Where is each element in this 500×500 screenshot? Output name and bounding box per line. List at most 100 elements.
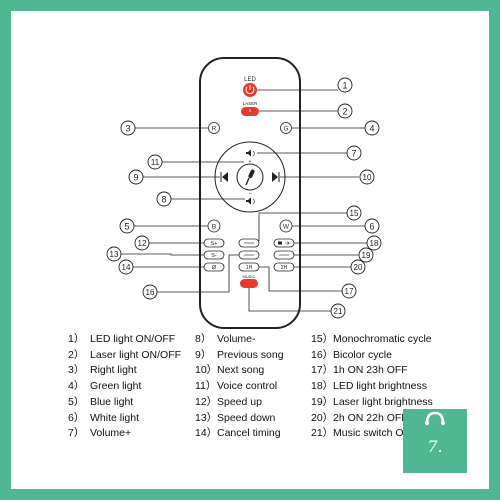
legend-item-text: LED light brightness bbox=[333, 380, 427, 393]
callout-21: 21 bbox=[330, 303, 346, 319]
legend-item: 13）Speed down bbox=[195, 412, 275, 425]
legend-item-number: 15） bbox=[311, 333, 334, 345]
svg-text:+: + bbox=[249, 159, 252, 165]
callout-12: 12 bbox=[134, 235, 150, 251]
callout-11: 11 bbox=[147, 154, 163, 170]
legend-item: 20）2h ON 22h OFF bbox=[311, 412, 408, 425]
svg-text:18: 18 bbox=[370, 239, 379, 248]
legend-item-number: 8） bbox=[195, 333, 212, 345]
callout-10: 10 bbox=[359, 169, 375, 185]
diagram-panel: LED LASER R G + − B W S+ bbox=[11, 11, 489, 489]
legend-item: 2）Laser light ON/OFF bbox=[68, 349, 181, 362]
svg-text:6: 6 bbox=[369, 222, 374, 232]
legend-item: 1）LED light ON/OFF bbox=[68, 333, 175, 346]
svg-text:2H: 2H bbox=[281, 265, 288, 271]
svg-text:−: − bbox=[248, 191, 252, 197]
laser-label: LASER bbox=[243, 101, 259, 106]
callout-20: 20 bbox=[350, 259, 366, 275]
svg-text:W: W bbox=[283, 224, 290, 231]
legend-item-number: 9） bbox=[195, 348, 212, 361]
volume-down-icon[interactable]: − bbox=[246, 191, 255, 205]
svg-text:15: 15 bbox=[350, 209, 359, 218]
led-label: LED bbox=[244, 77, 256, 83]
led-brightness-key[interactable] bbox=[273, 238, 295, 248]
svg-text:16: 16 bbox=[146, 288, 155, 297]
legend-item-text: Monochromatic cycle bbox=[333, 333, 432, 345]
legend-item: 11）Voice control bbox=[195, 380, 277, 393]
g-key[interactable] bbox=[280, 122, 292, 134]
shopping-bag-badge: 7. bbox=[403, 409, 467, 473]
callout-7: 7 bbox=[346, 145, 362, 161]
legend-item-text: Green light bbox=[90, 380, 142, 393]
svg-text:7: 7 bbox=[351, 149, 356, 159]
svg-text:S-: S- bbox=[211, 253, 217, 259]
legend-item-number: 6） bbox=[68, 411, 85, 424]
microphone-icon bbox=[245, 169, 255, 186]
legend-item-number: 18） bbox=[311, 380, 334, 393]
remote-diagram: LED LASER R G + − B W S+ bbox=[106, 57, 382, 329]
svg-text:21: 21 bbox=[334, 307, 343, 316]
svg-text:17: 17 bbox=[345, 287, 354, 296]
legend-item-text: Volume+ bbox=[90, 427, 132, 440]
svg-text:8: 8 bbox=[161, 195, 166, 205]
svg-text:13: 13 bbox=[110, 250, 119, 259]
svg-text:3: 3 bbox=[125, 124, 130, 134]
svg-text:20: 20 bbox=[354, 263, 363, 272]
legend-item-number: 1） bbox=[68, 333, 85, 345]
callout-19: 19 bbox=[358, 247, 374, 263]
music-button[interactable] bbox=[240, 279, 258, 288]
legend-item-text: 1h ON 23h OFF bbox=[333, 364, 408, 377]
legend-item: 18）LED light brightness bbox=[311, 380, 427, 393]
legend-item-text: Volume- bbox=[217, 333, 256, 345]
legend-item-number: 19） bbox=[311, 395, 334, 408]
legend-item-number: 10） bbox=[195, 364, 218, 377]
legend-item-text: Voice control bbox=[217, 380, 278, 393]
legend-item: 9）Previous song bbox=[195, 349, 284, 362]
legend-item-number: 20） bbox=[311, 411, 334, 424]
legend-item-text: Next song bbox=[217, 364, 265, 377]
legend-item-text: Speed up bbox=[217, 395, 262, 408]
volume-up-icon[interactable]: + bbox=[246, 149, 255, 166]
legend-item: 15）Monochromatic cycle bbox=[311, 333, 432, 346]
svg-text:10: 10 bbox=[363, 173, 372, 182]
legend-item: 4） Green light bbox=[68, 380, 141, 393]
r-key[interactable] bbox=[208, 122, 220, 134]
callout-15: 15 bbox=[346, 205, 362, 221]
callout-6: 6 bbox=[364, 218, 380, 234]
svg-text:1: 1 bbox=[342, 81, 347, 91]
svg-text:9: 9 bbox=[133, 173, 138, 183]
legend-item-number: 21） bbox=[311, 427, 334, 440]
callout-13: 13 bbox=[106, 246, 122, 262]
callout-16: 16 bbox=[142, 284, 158, 300]
legend-item-number: 3） bbox=[68, 364, 85, 377]
legend-item: 16）Bicolor cycle bbox=[311, 349, 392, 362]
svg-text:B: B bbox=[212, 224, 216, 231]
legend-item: 17）1h ON 23h OFF bbox=[311, 364, 408, 377]
legend-item-text: Cancel timing bbox=[217, 427, 281, 440]
legend-item-number: 17） bbox=[311, 364, 334, 377]
next-song-icon[interactable] bbox=[272, 172, 280, 182]
legend-item-number: 16） bbox=[311, 348, 334, 361]
previous-song-icon[interactable] bbox=[220, 172, 228, 182]
svg-text:4: 4 bbox=[369, 124, 374, 134]
callout-18: 18 bbox=[366, 235, 382, 251]
legend-item: 8） Volume- bbox=[195, 333, 256, 346]
callout-9: 9 bbox=[128, 169, 144, 185]
callout-17: 17 bbox=[341, 283, 357, 299]
legend-item-text: White light bbox=[90, 411, 140, 424]
legend-item-text: Laser light brightness bbox=[333, 395, 433, 408]
svg-text:S+: S+ bbox=[211, 241, 218, 247]
legend-item-number: 7） bbox=[68, 427, 85, 440]
legend-item-number: 5） bbox=[68, 395, 85, 408]
legend-item-number: 2） bbox=[68, 348, 85, 361]
legend-item-number: 11） bbox=[195, 380, 217, 393]
legend-item: 7） Volume+ bbox=[68, 427, 131, 440]
legend-item-number: 13） bbox=[195, 411, 218, 424]
legend-item: 5）Blue light bbox=[68, 396, 133, 409]
legend-item-text: Speed down bbox=[217, 411, 276, 424]
callout-5: 5 bbox=[119, 218, 135, 234]
svg-text:1H: 1H bbox=[246, 265, 253, 271]
svg-text:2: 2 bbox=[342, 107, 347, 117]
legend-item-number: 4） bbox=[68, 380, 85, 393]
legend-item: 6） White light bbox=[68, 412, 139, 425]
